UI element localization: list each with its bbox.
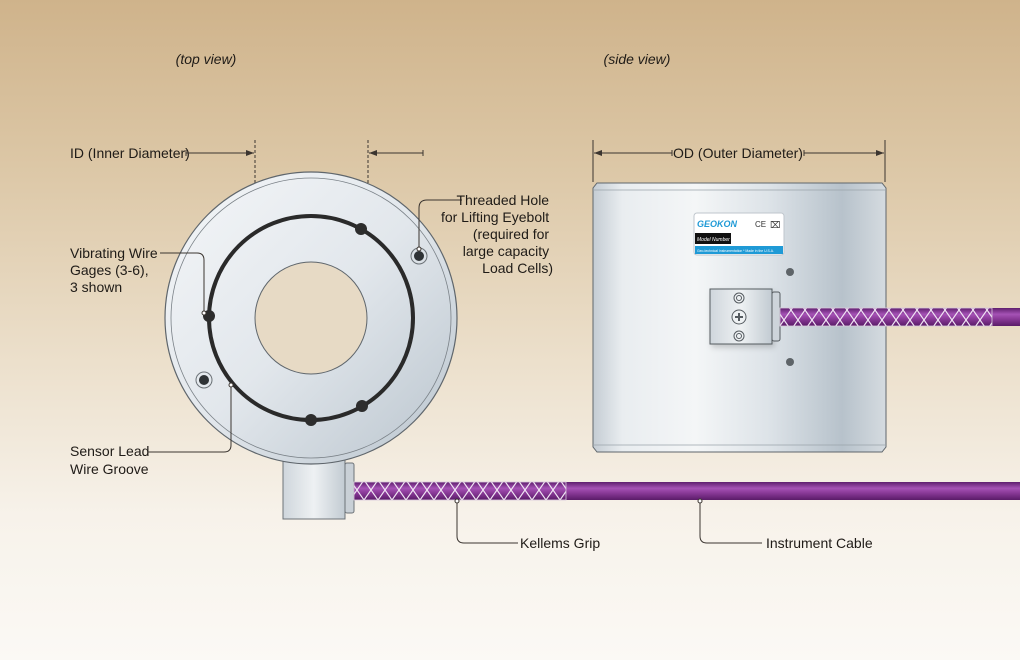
arrow-left-icon: [369, 150, 377, 156]
load-cell-top-view: [164, 171, 458, 520]
kellems-grip: [353, 481, 567, 501]
top-view-title: (top view): [176, 51, 237, 67]
instrument-cable-callout: Instrument Cable: [697, 498, 873, 551]
svg-text:Vibrating Wire Gages (3-: Vibrating Wire Gages (3-6), 3 shown: [70, 245, 162, 295]
outer-diameter-label: OD (Outer Diameter): [673, 145, 803, 161]
side-kellems-grip: [779, 307, 993, 327]
threaded-hole: [195, 371, 213, 389]
svg-text:Sensor Lead Wire Groove: Sensor Lead Wire Groove: [70, 443, 153, 477]
geokon-nameplate: GEOKON CE ⌧ Model Number Geo-technical I…: [693, 212, 785, 256]
brand-logo: GEOKON: [697, 219, 738, 229]
vibrating-wire-line-3: 3 shown: [70, 279, 122, 295]
sensor-lead-line-2: Wire Groove: [70, 461, 149, 477]
threaded-hole-callout: Threaded Hole for Lifting Eyebolt (requi…: [416, 192, 553, 276]
model-number-label: Model Number: [697, 237, 730, 243]
arrow-left-icon: [594, 150, 602, 156]
instrument-cable: [353, 481, 1020, 501]
nameplate-footer: Geo-technical Instrumentation * Made in …: [697, 249, 774, 253]
cable-gland: [344, 462, 355, 514]
svg-text:Threaded Hole for Liftin: Threaded Hole for Lifting Eyebolt (requi…: [441, 192, 553, 276]
kellems-grip-callout: Kellems Grip: [454, 498, 600, 551]
threaded-hole-line-3: (required for: [473, 226, 550, 242]
sensor-lead-callout: Sensor Lead Wire Groove: [70, 382, 234, 477]
vibrating-wire-gage: [356, 400, 368, 412]
vibrating-wire-gage: [305, 414, 317, 426]
weee-bin-icon: ⌧: [770, 221, 780, 231]
vibrating-wire-gage: [355, 223, 367, 235]
threaded-hole-line-2: for Lifting Eyebolt: [441, 209, 549, 225]
sensor-lead-line-1: Sensor Lead: [70, 443, 149, 459]
kellems-grip-label: Kellems Grip: [520, 535, 600, 551]
instrument-cable-label: Instrument Cable: [766, 535, 873, 551]
arrow-right-icon: [246, 150, 254, 156]
threaded-hole-line-1: Threaded Hole: [456, 192, 549, 208]
side-view-title: (side view): [604, 51, 671, 67]
threaded-hole-line-5: Load Cells): [482, 260, 553, 276]
inner-diameter-label: ID (Inner Diameter): [70, 145, 190, 161]
screw-icon: [733, 292, 745, 304]
vibrating-wire-callout: Vibrating Wire Gages (3-6), 3 shown: [70, 245, 207, 316]
screw-icon: [733, 330, 745, 342]
vibrating-wire-line-2: Gages (3-6),: [70, 262, 149, 278]
vibrating-wire-line-1: Vibrating Wire: [70, 245, 158, 261]
threaded-hole-line-4: large capacity: [463, 243, 549, 259]
inner-bore: [254, 261, 368, 375]
outer-diameter-dimension: OD (Outer Diameter): [592, 140, 886, 182]
load-cell-side-view: GEOKON CE ⌧ Model Number Geo-technical I…: [592, 182, 1020, 453]
connector-housing: [282, 454, 346, 520]
arrow-right-icon: [876, 150, 884, 156]
ce-mark: CE: [755, 220, 766, 229]
